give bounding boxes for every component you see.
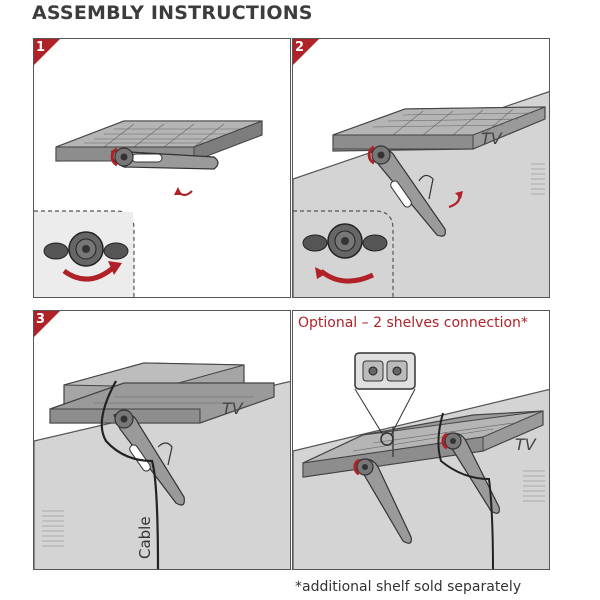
footnote: *additional shelf sold separately — [295, 579, 522, 595]
step-3-panel: 3 TV Cable — [33, 310, 291, 570]
optional-panel: Optional – 2 shelves connection* TV — [292, 310, 550, 570]
optional-illustration — [293, 352, 549, 569]
step-2-illustration — [293, 39, 549, 297]
magnifier — [354, 352, 416, 446]
bracket-arm-right — [441, 432, 500, 514]
tv-label: TV — [481, 129, 502, 148]
bracket-arm — [367, 145, 446, 237]
tv-label: TV — [222, 399, 243, 418]
step-number-corner — [293, 39, 319, 65]
step-3-illustration — [34, 311, 290, 569]
step-1-panel: 1 — [33, 38, 291, 298]
page-title: ASSEMBLY INSTRUCTIONS — [32, 2, 313, 24]
bracket-arm — [110, 147, 219, 170]
wing-knob — [302, 223, 388, 259]
tv-vents — [42, 510, 64, 547]
tv-vents — [531, 163, 545, 195]
bracket-arm — [113, 409, 185, 506]
cable-label: Cable — [136, 516, 154, 559]
step-number-corner — [34, 39, 60, 65]
step-number: 2 — [295, 40, 305, 55]
cable — [100, 380, 160, 569]
optional-title: Optional – 2 shelves connection* — [298, 315, 528, 331]
bracket-arm-left — [353, 458, 412, 544]
step-number-corner — [34, 311, 60, 337]
step-1-illustration — [34, 39, 263, 297]
shelf — [49, 382, 275, 424]
step-number: 1 — [36, 40, 46, 55]
step-2-panel: 2 TV — [292, 38, 550, 298]
step-number: 3 — [36, 312, 46, 327]
tv-label: TV — [515, 435, 536, 454]
tv-vents — [523, 470, 545, 502]
turn-arrow — [62, 265, 116, 282]
shelf — [332, 106, 546, 152]
wing-knob — [43, 231, 129, 267]
shelf — [55, 120, 263, 162]
cable — [437, 412, 494, 569]
